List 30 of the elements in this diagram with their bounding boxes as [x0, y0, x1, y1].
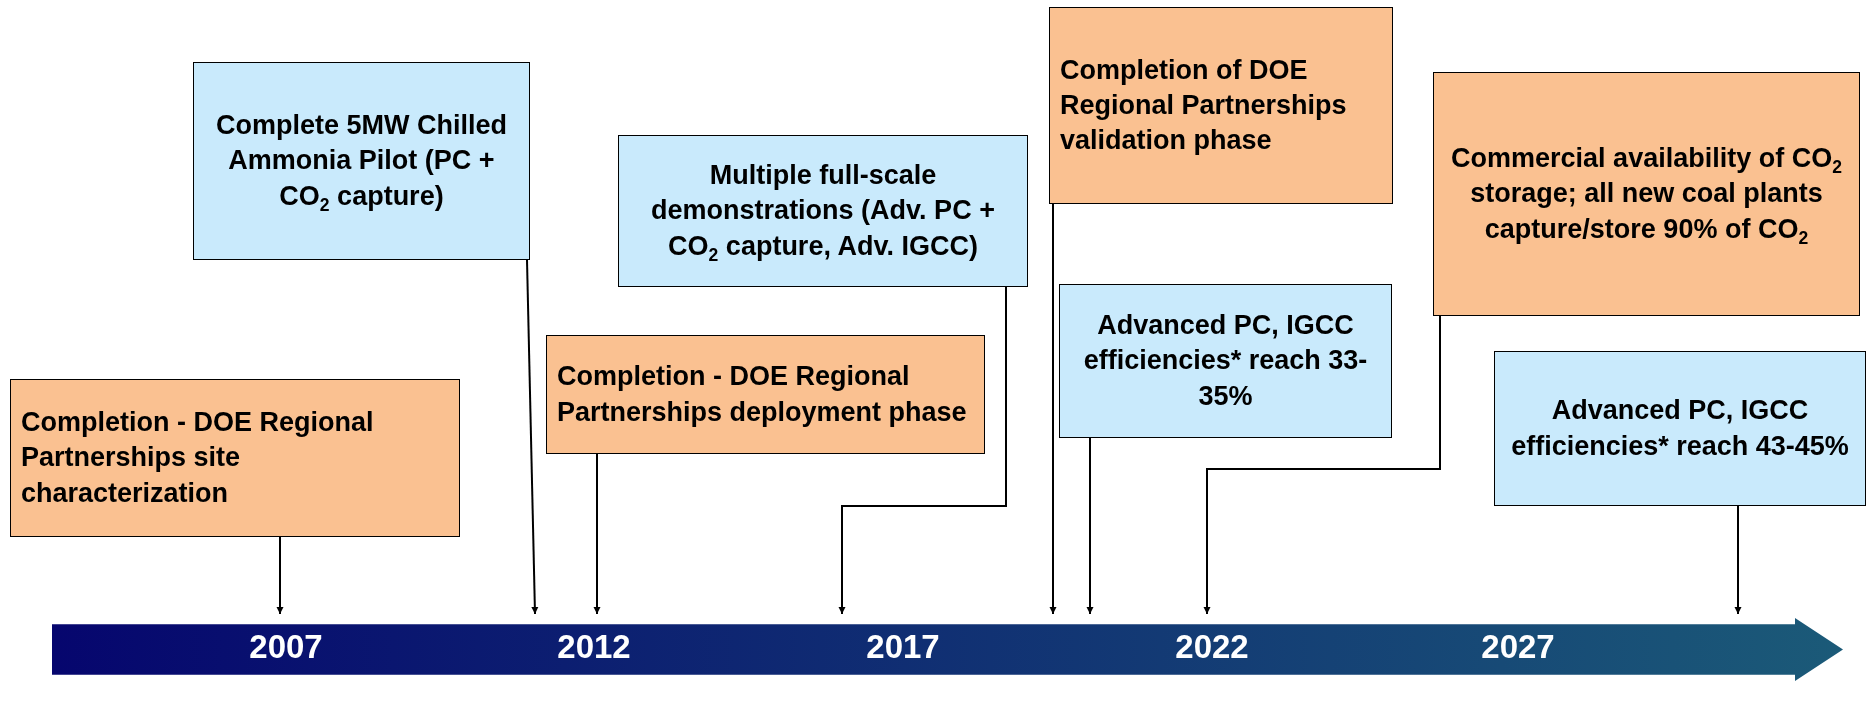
milestone-box	[1494, 351, 1866, 506]
year-label: 2022	[1175, 628, 1249, 666]
arrow	[1049, 203, 1057, 615]
arrow	[276, 536, 284, 615]
milestone-box	[618, 135, 1028, 287]
milestone-box	[1433, 72, 1860, 316]
arrow	[593, 453, 601, 615]
milestone-box	[1059, 284, 1392, 438]
year-label: 2007	[249, 628, 323, 666]
milestone-box	[10, 379, 460, 537]
timeline-arrow	[52, 618, 1843, 681]
arrow	[1086, 437, 1094, 615]
arrow	[1734, 505, 1742, 615]
milestone-box	[193, 62, 530, 260]
year-label: 2017	[866, 628, 940, 666]
milestone-text: Completion - DOE Regional Partnerships site characterization	[21, 406, 375, 510]
arrow	[838, 286, 1007, 615]
arrow	[1203, 315, 1441, 615]
milestone-box	[1049, 7, 1393, 204]
milestone-box	[546, 335, 985, 454]
year-label: 2027	[1481, 628, 1555, 666]
milestone-text: Completion - DOE Regional Partnerships deployment phase	[557, 360, 968, 429]
milestone-text: Advanced PC, IGCC efficiencies* reach 33-35%	[1082, 309, 1369, 413]
arrow	[526, 259, 539, 615]
milestone-text: Multiple full-scale demonstrations (Adv. PC + CO$_{2}$ capture, Adv. IGCC)	[650, 159, 996, 264]
year-label: 2012	[557, 628, 631, 666]
milestone-text: Complete 5MW Chilled Ammonia Pilot (PC + CO$_{2}$ capture)	[215, 109, 508, 214]
milestone-text: Commercial availability of CO$_{2}$ storage; all new coal plants capture/store 90% of CO$_{2}$	[1450, 142, 1843, 247]
milestone-text: Advanced PC, IGCC efficiencies* reach 43-45%	[1510, 394, 1850, 463]
milestone-text: Completion of DOE Regional Partnerships validation phase	[1060, 53, 1348, 158]
